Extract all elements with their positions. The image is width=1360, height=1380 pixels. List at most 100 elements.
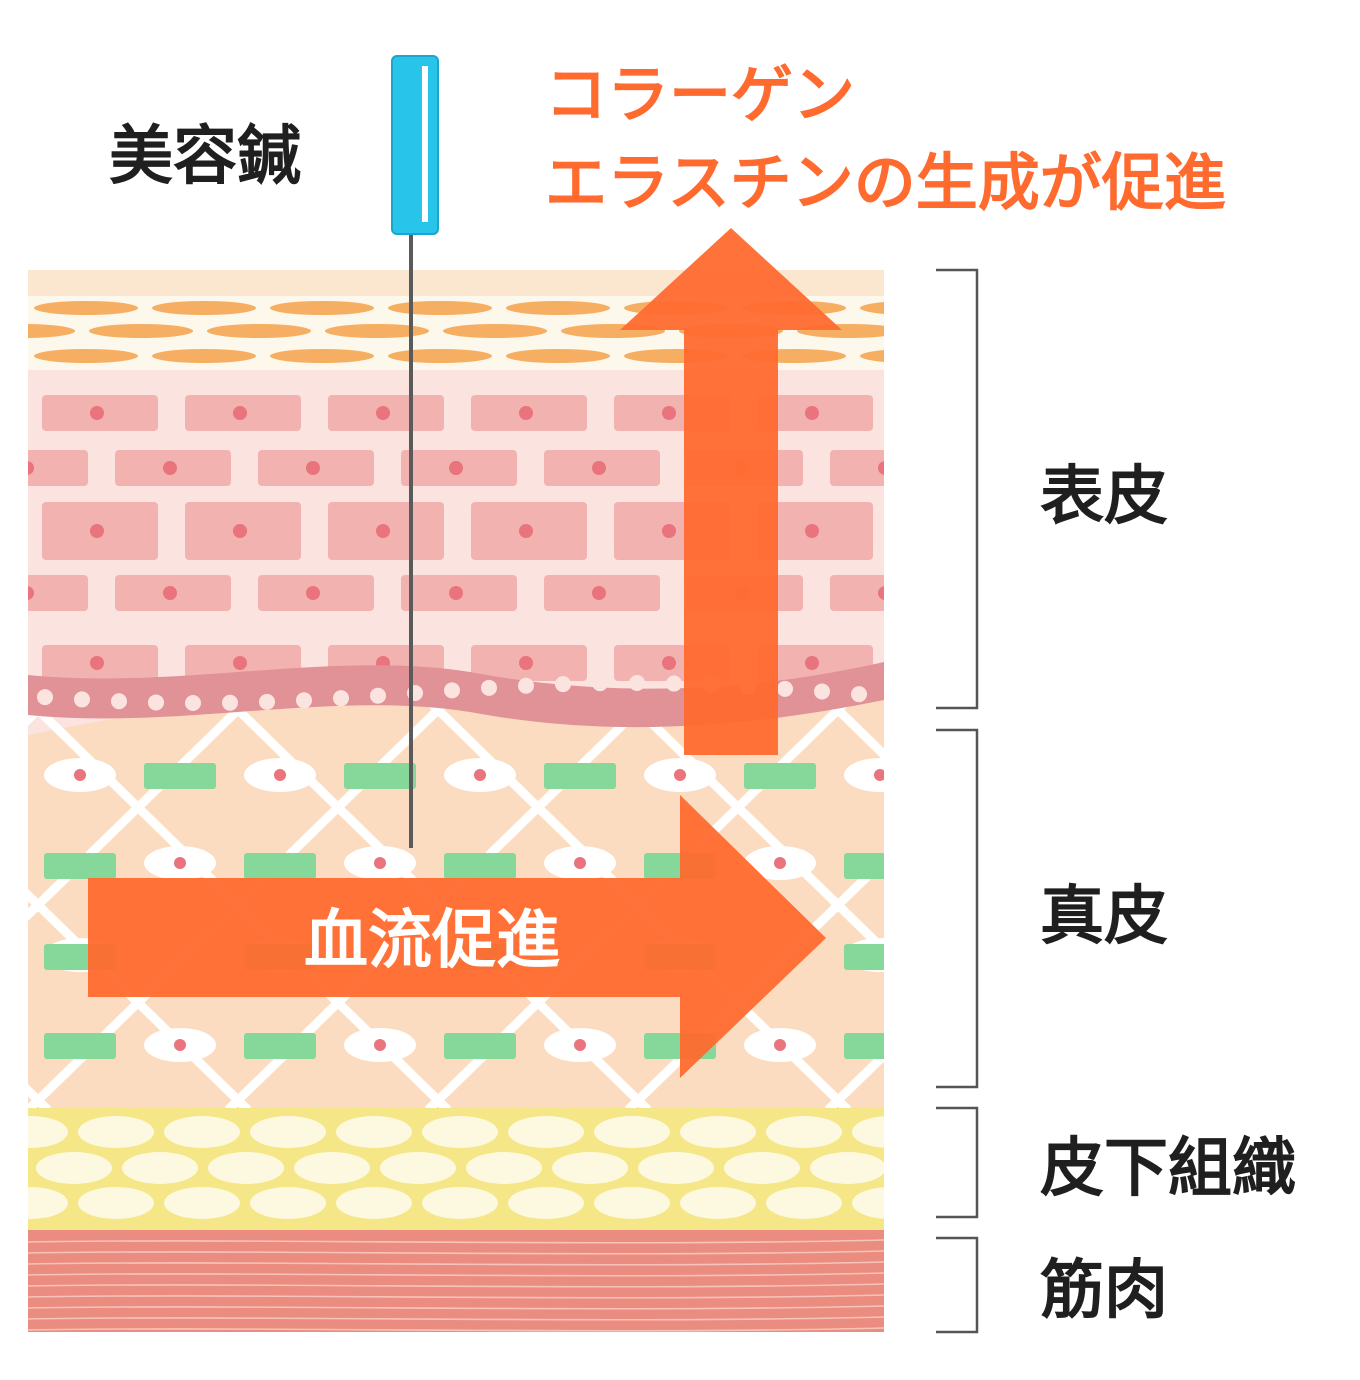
fat-cell: [78, 1187, 154, 1219]
epidermis-cell: [28, 450, 88, 486]
epidermis-nucleus: [163, 586, 177, 600]
horny-cell: [388, 349, 492, 363]
fibroblast-nucleus: [774, 1039, 786, 1051]
fat-cell: [164, 1116, 240, 1148]
epidermis-nucleus: [306, 586, 320, 600]
horny-cell: [34, 349, 138, 363]
blood-flow-label: 血流促進: [304, 904, 560, 978]
collagen-line: [824, 1049, 884, 1114]
fat-cell: [724, 1152, 800, 1184]
collagen-fiber: [844, 853, 884, 879]
subcutaneous-label: 皮下組織: [1040, 1132, 1296, 1206]
basal-cell: [259, 693, 275, 710]
basal-cell: [481, 679, 497, 696]
collagen-line: [824, 696, 884, 761]
horny-cell: [270, 301, 374, 315]
horny-cell: [28, 324, 75, 338]
layer-brackets: [936, 268, 979, 1334]
horny-cell: [388, 301, 492, 315]
horny-cell: [0, 349, 20, 363]
fat-cell: [594, 1187, 670, 1219]
basal-cell: [629, 675, 645, 692]
muscle-layer: [28, 1230, 884, 1332]
basal-cell: [296, 692, 312, 709]
fibroblast-nucleus: [674, 769, 686, 781]
epidermis-nucleus: [805, 524, 819, 538]
muscle-fiber: [28, 1250, 884, 1255]
fat-cell: [250, 1187, 326, 1219]
collagen-fiber: [844, 944, 884, 970]
basal-cell: [111, 693, 127, 710]
fat-cell: [28, 1116, 68, 1148]
basal-cell: [777, 680, 793, 697]
fibroblast-cell: [0, 1028, 16, 1062]
horny-cell: [89, 324, 193, 338]
epidermis-nucleus: [376, 406, 390, 420]
fat-cell: [466, 1152, 542, 1184]
horny-cell: [443, 324, 547, 338]
collagen-fiber: [244, 1033, 316, 1059]
collagen-fiber: [744, 763, 816, 789]
epidermis-cell: [28, 575, 88, 611]
epidermis-nucleus: [519, 406, 533, 420]
fat-cell: [422, 1187, 498, 1219]
fat-cell: [766, 1116, 842, 1148]
epidermis-nucleus: [449, 461, 463, 475]
fibroblast-nucleus: [574, 1039, 586, 1051]
fat-cell: [164, 1187, 240, 1219]
bracket-muscle: [936, 1236, 979, 1334]
epidermis-nucleus: [592, 586, 606, 600]
basal-cell: [518, 677, 534, 694]
epidermis-nucleus: [519, 656, 533, 670]
fat-cell: [508, 1116, 584, 1148]
epidermis-nucleus: [28, 461, 34, 475]
horny-cell: [325, 324, 429, 338]
fat-cell: [294, 1152, 370, 1184]
fat-cell: [852, 1187, 884, 1219]
fibroblast-nucleus: [174, 857, 186, 869]
fibroblast-nucleus: [74, 769, 86, 781]
fat-cell: [638, 1152, 714, 1184]
muscle-fiber: [28, 1294, 884, 1299]
fat-cell: [508, 1187, 584, 1219]
fat-cell: [680, 1116, 756, 1148]
fat-cells: [28, 1116, 884, 1219]
epidermis-cell: [830, 575, 884, 611]
horny-cell: [506, 349, 610, 363]
collagen-fiber: [44, 1033, 116, 1059]
bracket-subcutaneous: [936, 1106, 979, 1219]
epidermis-nucleus: [662, 406, 676, 420]
fibroblast-nucleus: [874, 769, 884, 781]
fat-cell: [78, 1116, 154, 1148]
fibroblast-cell: [844, 758, 884, 792]
fat-cell: [336, 1116, 412, 1148]
fat-cell: [810, 1152, 884, 1184]
horny-cell: [152, 301, 256, 315]
dermis-label: 真皮: [1040, 880, 1168, 954]
epidermis-nucleus: [28, 586, 34, 600]
fibroblast-nucleus: [374, 857, 386, 869]
fat-cell: [680, 1187, 756, 1219]
fibroblast-nucleus: [174, 1039, 186, 1051]
muscle-fiber: [28, 1272, 884, 1277]
basal-cell: [444, 682, 460, 699]
fibroblast-nucleus: [374, 1039, 386, 1051]
horny-cell: [506, 301, 610, 315]
collagen-fiber: [144, 763, 216, 789]
basal-cell: [37, 689, 53, 706]
epidermis-nucleus: [805, 406, 819, 420]
bracket-epidermis: [936, 268, 979, 710]
epidermis-nucleus: [519, 524, 533, 538]
basal-cell: [222, 694, 238, 711]
basal-cell: [74, 691, 90, 708]
horny-cell: [152, 349, 256, 363]
horny-cell: [207, 324, 311, 338]
collagen-fiber: [444, 1033, 516, 1059]
muscle-fiber: [28, 1261, 884, 1266]
collagen-fiber: [344, 763, 416, 789]
basal-cell: [814, 683, 830, 700]
horny-cell: [270, 349, 374, 363]
muscle-fiber: [28, 1283, 884, 1288]
epidermis-nucleus: [592, 461, 606, 475]
